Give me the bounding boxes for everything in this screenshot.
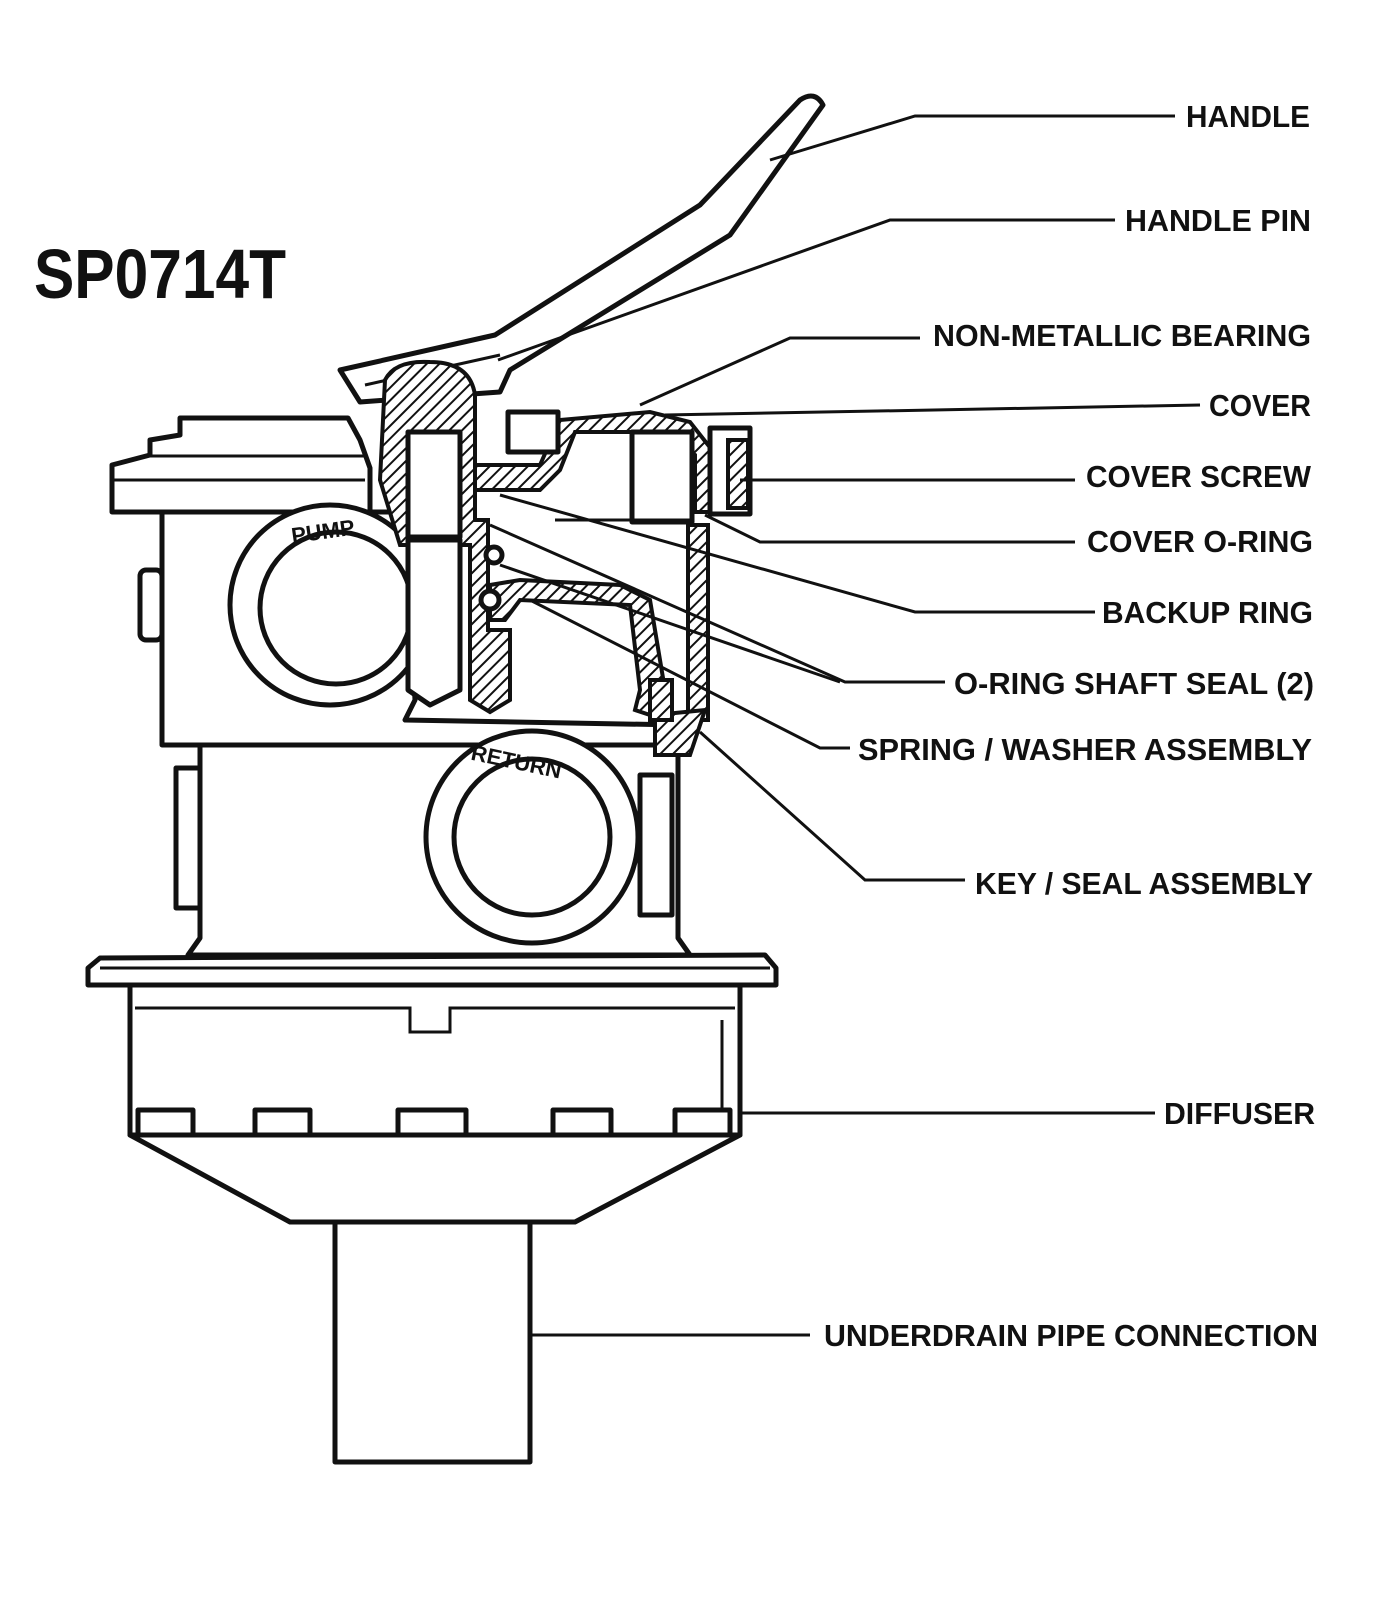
cover-part xyxy=(473,409,714,525)
part-labels: HANDLE HANDLE PIN NON-METALLIC BEARING C… xyxy=(824,99,1318,1353)
label-handle: HANDLE xyxy=(1186,99,1310,134)
label-key-seal-assembly: KEY / SEAL ASSEMBLY xyxy=(975,866,1313,901)
valve-drawing: PUMP RETURN xyxy=(85,93,826,1465)
label-cover: COVER xyxy=(1209,388,1311,423)
return-port: RETURN xyxy=(423,728,641,946)
cover-screw-part xyxy=(707,425,753,517)
label-handle-pin: HANDLE PIN xyxy=(1125,203,1311,238)
label-spring-washer-assembly: SPRING / WASHER ASSEMBLY xyxy=(858,732,1312,767)
model-number: SP0714T xyxy=(34,235,286,313)
label-non-metallic-bearing: NON-METALLIC BEARING xyxy=(933,318,1311,353)
bottom-flange xyxy=(85,952,779,988)
label-cover-screw: COVER SCREW xyxy=(1086,459,1312,494)
label-diffuser: DIFFUSER xyxy=(1164,1096,1315,1131)
underdrain-pipe xyxy=(332,1219,533,1465)
rotor-assembly xyxy=(478,523,710,757)
label-cover-o-ring: COVER O-RING xyxy=(1087,524,1313,559)
shaft-section xyxy=(377,359,512,715)
label-o-ring-shaft-seal: O-RING SHAFT SEAL (2) xyxy=(954,666,1314,701)
label-underdrain-pipe-connection: UNDERDRAIN PIPE CONNECTION xyxy=(824,1318,1318,1353)
diffuser-part xyxy=(127,982,743,1225)
leader-lines xyxy=(489,114,1201,1337)
label-backup-ring: BACKUP RING xyxy=(1102,595,1313,630)
pump-port: PUMP xyxy=(227,502,433,708)
top-flange xyxy=(109,415,373,515)
